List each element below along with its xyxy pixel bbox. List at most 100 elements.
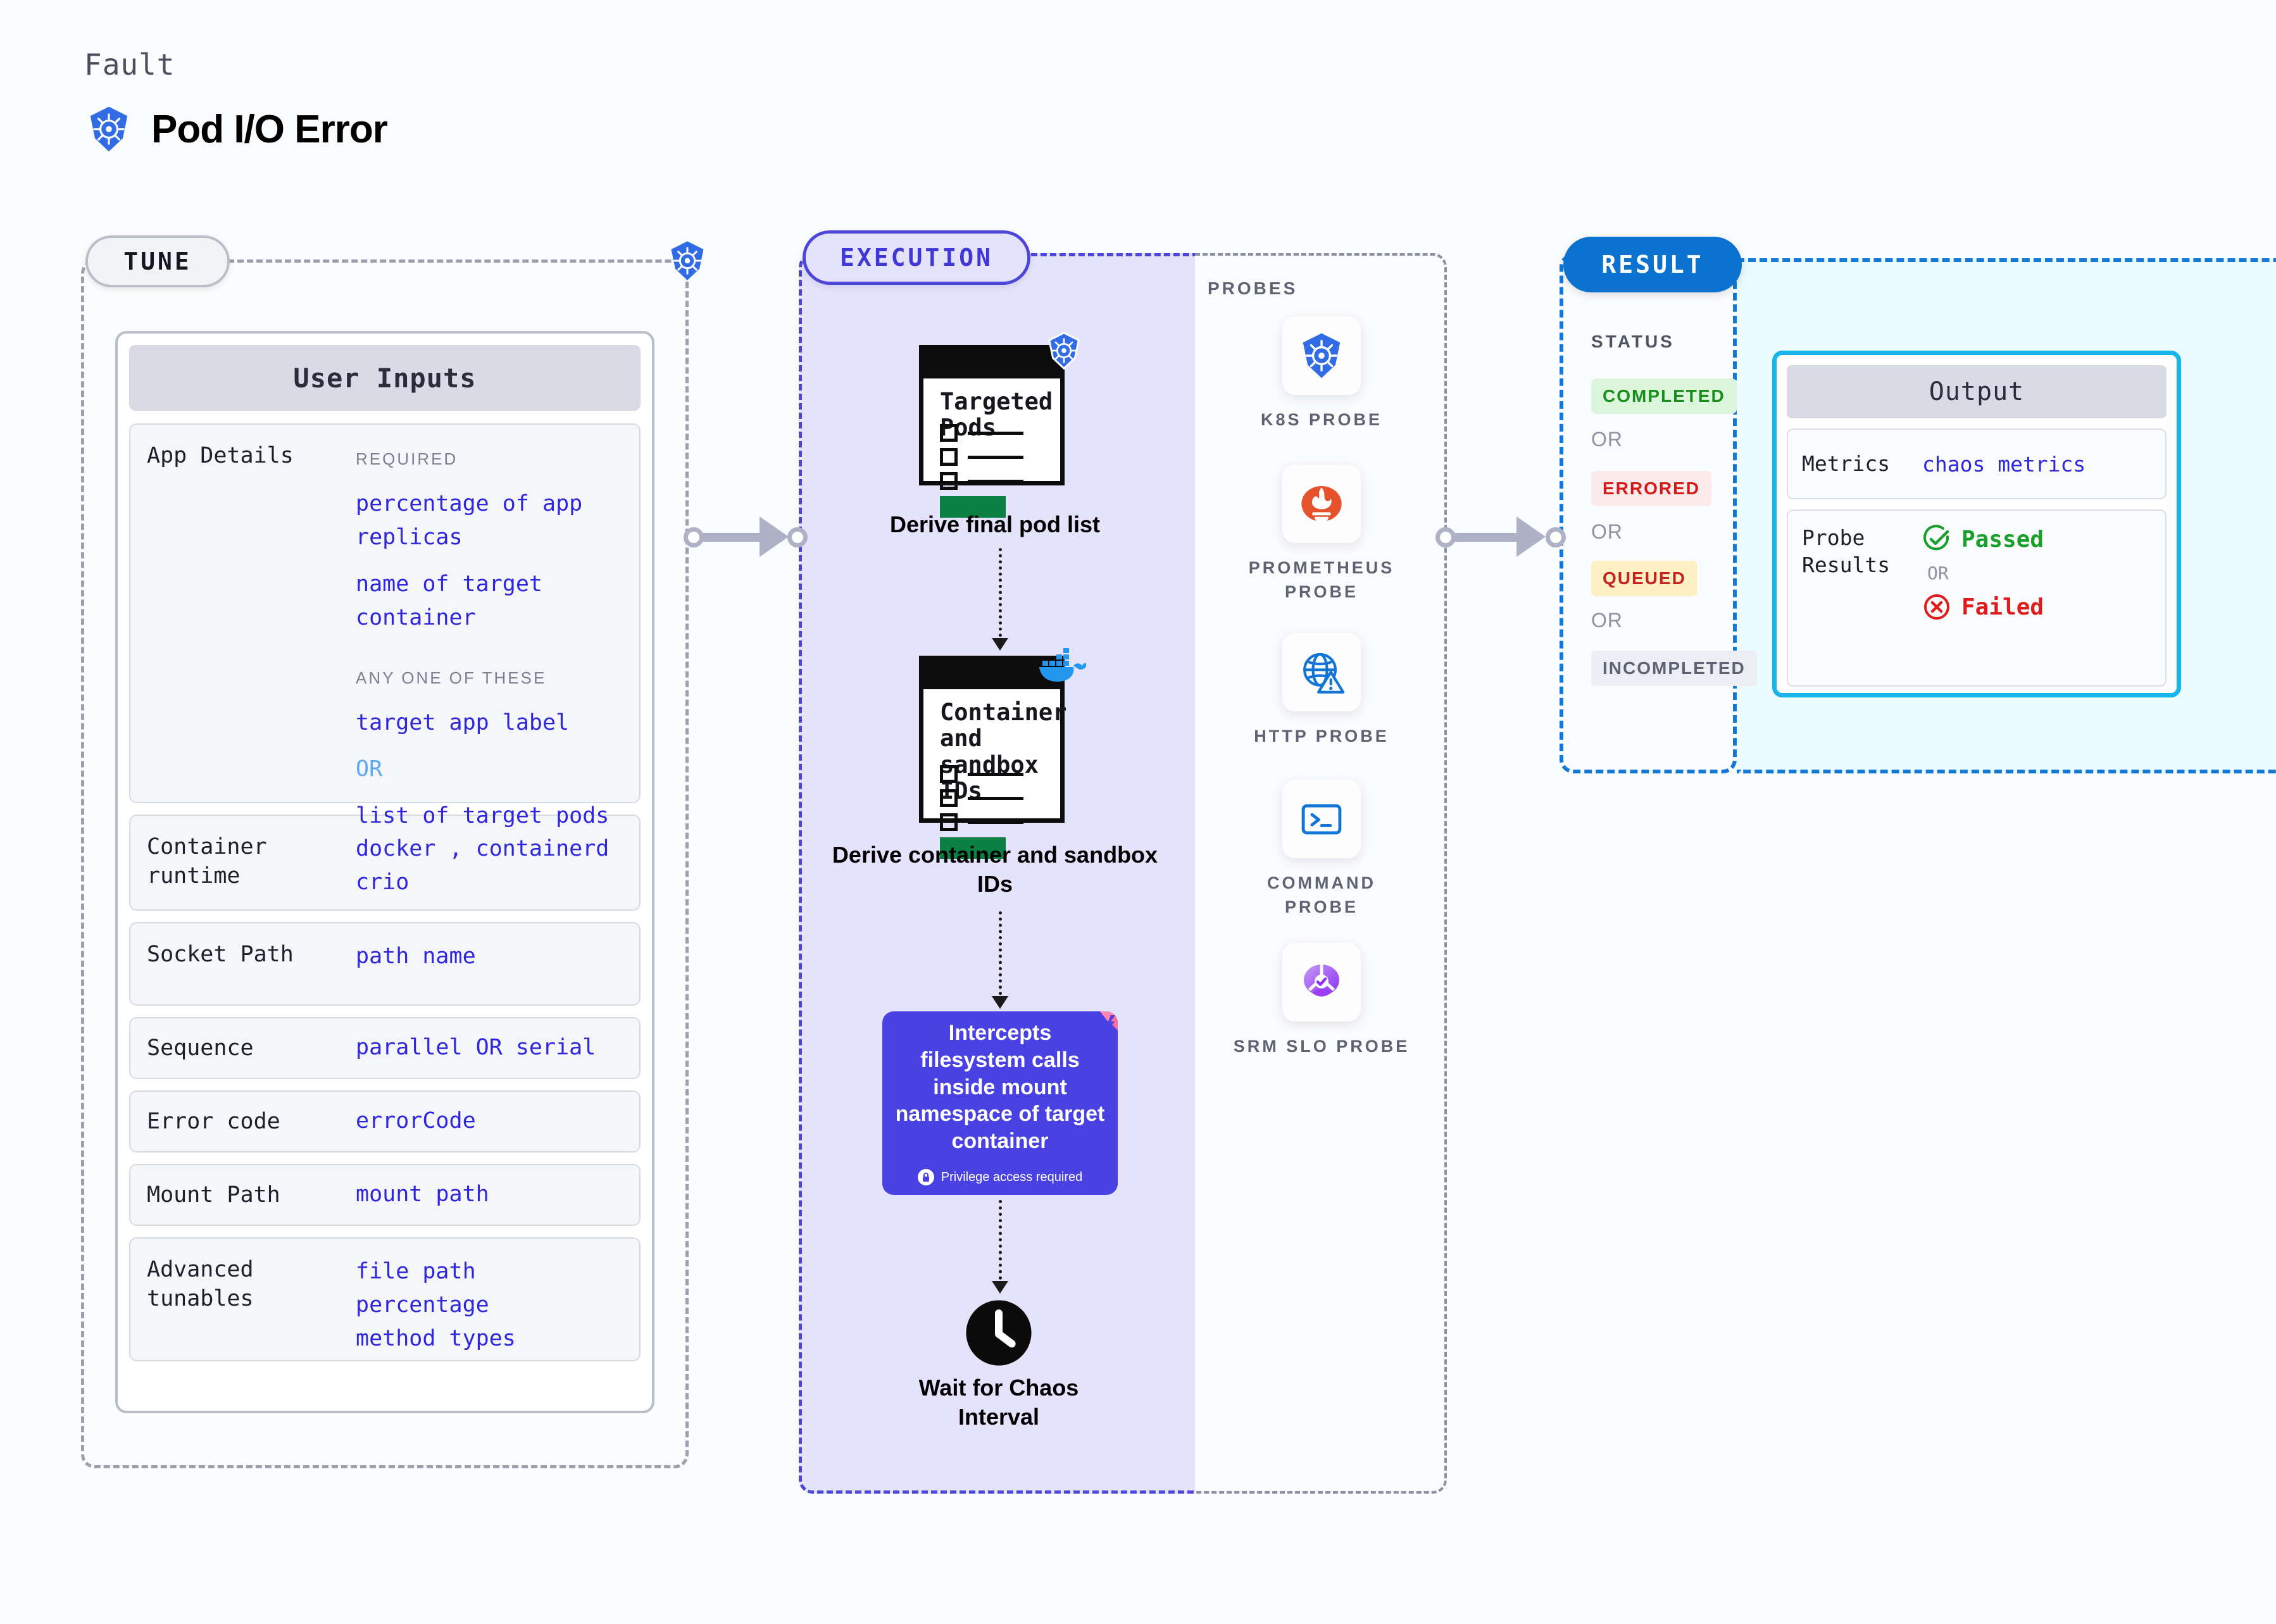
input-values: errorCode bbox=[356, 1104, 633, 1138]
prometheus-icon bbox=[1301, 485, 1342, 523]
check-circle-icon bbox=[1923, 525, 1949, 551]
litmus-icon bbox=[1100, 1011, 1118, 1030]
execution-badge[interactable]: EXECUTION bbox=[803, 230, 1030, 285]
probe-label: K8S PROBE bbox=[1260, 410, 1383, 429]
checkbox-icon bbox=[940, 448, 958, 466]
lock-icon bbox=[917, 1169, 934, 1186]
probe-result-passed: Passed bbox=[1922, 525, 2155, 554]
card-checklist bbox=[940, 424, 1023, 518]
input-value: crio bbox=[356, 870, 410, 896]
node-caption-derive-pod-list: Derive final pod list bbox=[889, 511, 1101, 537]
connector-tune-to-execution bbox=[684, 506, 810, 567]
flow-arrowhead bbox=[992, 1281, 1008, 1294]
flow-arrowhead bbox=[992, 638, 1008, 651]
input-value: percentage of app replicas bbox=[356, 491, 583, 551]
input-value: file path bbox=[356, 1259, 476, 1284]
checkbox-icon bbox=[940, 789, 958, 807]
x-circle-icon bbox=[1924, 594, 1949, 620]
input-row-app-details[interactable]: App Details REQUIRED percentage of app r… bbox=[129, 423, 641, 828]
input-label: Socket Path bbox=[147, 942, 294, 967]
probe-label: PROMETHEUS PROBE bbox=[1248, 558, 1395, 602]
output-header: Output bbox=[1787, 365, 2167, 418]
kubernetes-icon bbox=[671, 241, 704, 280]
probe-label: COMMAND PROBE bbox=[1267, 873, 1376, 917]
page-eyebrow: Fault bbox=[84, 47, 175, 82]
checkbox-icon bbox=[940, 472, 958, 490]
status-badge-queued: QUEUED bbox=[1591, 561, 1698, 596]
kubernetes-icon bbox=[1048, 332, 1080, 370]
input-values: mount path bbox=[356, 1178, 633, 1211]
container-sandbox-card: Container and sandbox IDs bbox=[919, 648, 1086, 859]
input-row-socket-path[interactable]: Socket Path path name bbox=[129, 922, 641, 1006]
line-placeholder bbox=[968, 431, 1023, 435]
node-caption-derive-container-ids: Derive container and sandbox IDs bbox=[832, 842, 1158, 897]
input-value: docker , containerd bbox=[356, 836, 610, 861]
checkbox-icon bbox=[940, 765, 958, 783]
probe-tile bbox=[1282, 465, 1361, 543]
kubernetes-icon bbox=[90, 106, 128, 152]
output-row-probe-results[interactable]: Probe Results Passed OR Failed bbox=[1787, 509, 2167, 687]
probe-tile bbox=[1282, 316, 1361, 395]
kicker-required: REQUIRED bbox=[356, 449, 458, 468]
line-placeholder bbox=[968, 479, 1023, 483]
probe-command[interactable]: COMMAND PROBE bbox=[1233, 780, 1410, 920]
input-label: Sequence bbox=[147, 1035, 254, 1061]
input-value: name of target container bbox=[356, 571, 543, 630]
result-badge[interactable]: RESULT bbox=[1563, 237, 1742, 292]
checkbox-icon bbox=[940, 813, 958, 831]
input-row-mount-path[interactable]: Mount Path mount path bbox=[129, 1164, 641, 1226]
green-bar bbox=[940, 837, 1006, 859]
docker-icon bbox=[1039, 648, 1086, 682]
line-placeholder bbox=[968, 820, 1023, 824]
flow-connector bbox=[999, 911, 1002, 1001]
probes-section-frame bbox=[1195, 253, 1447, 1494]
probe-srm-slo[interactable]: SRM SLO PROBE bbox=[1233, 943, 1410, 1058]
input-label: Advanced tunables bbox=[147, 1257, 254, 1312]
tune-badge[interactable]: TUNE bbox=[85, 235, 230, 287]
connector-probes-to-result bbox=[1435, 506, 1568, 567]
input-label: Container runtime bbox=[147, 834, 267, 889]
input-value: list of target pods bbox=[356, 803, 610, 828]
input-values: docker , containerd crio bbox=[356, 832, 633, 895]
action-box-text: Intercepts filesystem calls inside mount… bbox=[895, 1020, 1105, 1154]
clock-icon bbox=[966, 1300, 1032, 1366]
status-label: STATUS bbox=[1591, 332, 1675, 351]
probe-label: SRM SLO PROBE bbox=[1233, 1037, 1410, 1056]
input-row-sequence[interactable]: Sequence parallel OR serial bbox=[129, 1017, 641, 1079]
privilege-note-text: Privilege access required bbox=[941, 1170, 1083, 1184]
output-row-metrics[interactable]: Metrics chaos metrics bbox=[1787, 428, 2167, 499]
kubernetes-icon bbox=[1303, 333, 1341, 378]
input-value: mount path bbox=[356, 1182, 489, 1208]
card-titlebar bbox=[923, 660, 1060, 689]
status-or: OR bbox=[1591, 609, 1623, 632]
input-values: path name bbox=[356, 940, 633, 988]
probe-prometheus[interactable]: PROMETHEUS PROBE bbox=[1233, 465, 1410, 604]
input-label: App Details bbox=[147, 443, 294, 468]
input-value: parallel OR serial bbox=[356, 1035, 596, 1061]
status-or: OR bbox=[1591, 520, 1623, 543]
http-globe-warning-icon bbox=[1303, 653, 1345, 694]
line-placeholder bbox=[968, 796, 1023, 800]
probe-tile bbox=[1282, 633, 1361, 711]
targeted-pods-card: Targeted Pods bbox=[919, 332, 1080, 518]
input-row-error-code[interactable]: Error code errorCode bbox=[129, 1090, 641, 1152]
probe-k8s[interactable]: K8S PROBE bbox=[1233, 316, 1410, 432]
failed-label: Failed bbox=[1961, 594, 2044, 620]
status-badge-incompleted: INCOMPLETED bbox=[1591, 651, 1757, 686]
probe-tile bbox=[1282, 943, 1361, 1021]
checkbox-icon bbox=[940, 424, 958, 442]
probe-label: HTTP PROBE bbox=[1254, 727, 1389, 746]
input-row-container-runtime[interactable]: Container runtime docker , containerd cr… bbox=[129, 815, 641, 911]
status-or: OR bbox=[1591, 428, 1623, 451]
node-caption-wait-for-chaos-interval: Wait for Chaos Interval bbox=[918, 1375, 1079, 1430]
status-badge-completed: COMPLETED bbox=[1591, 378, 1737, 414]
green-bar bbox=[940, 496, 1006, 518]
terminal-icon bbox=[1301, 804, 1342, 835]
probe-http[interactable]: HTTP PROBE bbox=[1233, 633, 1410, 748]
output-card: Output Metrics chaos metrics Probe Resul… bbox=[1772, 351, 2181, 697]
probe-result-failed: Failed bbox=[1922, 592, 2155, 621]
input-values: REQUIRED percentage of app replicas name… bbox=[356, 441, 633, 828]
input-row-advanced-tunables[interactable]: Advanced tunables file path percentage m… bbox=[129, 1237, 641, 1361]
output-label: Probe Results bbox=[1802, 525, 1891, 577]
